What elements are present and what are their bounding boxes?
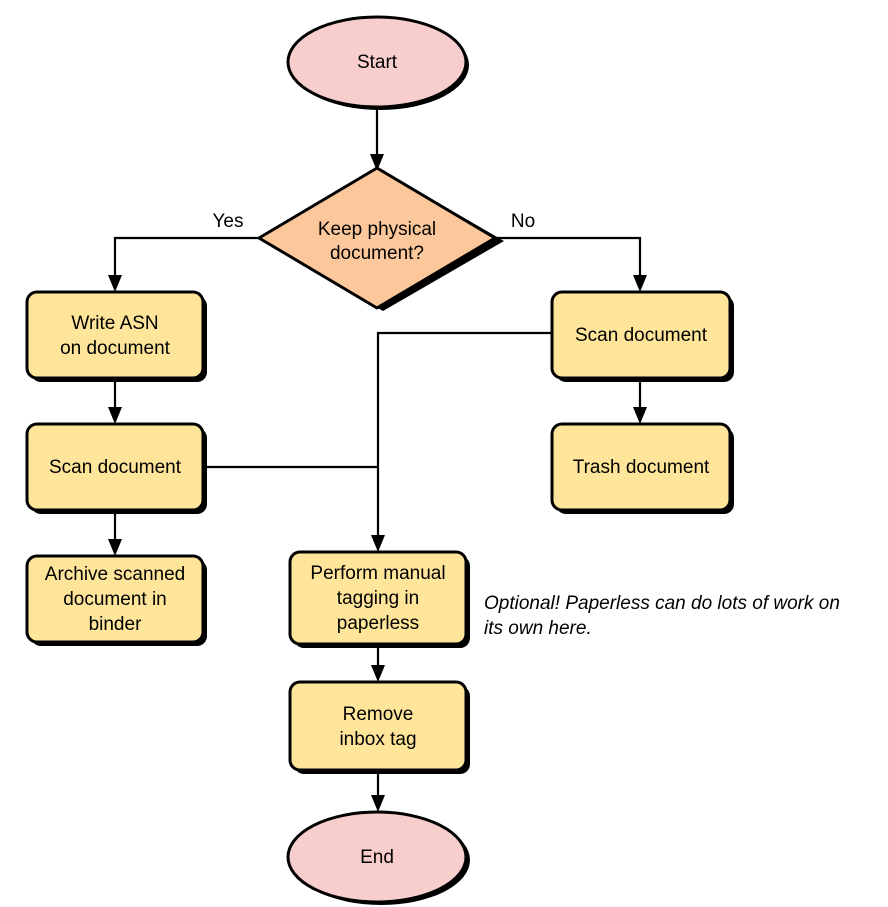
annotation-line2: its own here. [484,618,592,639]
decision-label-line2: document? [330,243,424,264]
node-write-asn[interactable]: Write ASN on document [25,290,207,382]
node-scan-document-left[interactable]: Scan document [25,422,207,514]
archive-label-line2: document in [63,589,167,610]
manual-tagging-label-line2: tagging in [337,588,419,609]
edge-remove-inbox-to-end [371,770,385,812]
node-keep-physical-document[interactable]: Keep physical document? [257,166,504,311]
decision-diamond [257,166,497,310]
edge-start-to-decision [370,107,384,171]
scan-left-box [25,422,205,512]
node-scan-document-right[interactable]: Scan document [550,290,734,382]
annotation-optional-note: Optional! Paperless can do lots of work … [484,593,840,639]
edge-manual-tagging-to-remove-inbox [371,644,385,682]
archive-box [25,554,205,644]
end-ellipse [286,810,468,904]
remove-inbox-label-line1: Remove [343,704,414,725]
node-manual-tagging[interactable]: Perform manual tagging in paperless [288,550,470,648]
node-remove-inbox-tag[interactable]: Remove inbox tag [288,680,470,774]
manual-tagging-box [288,550,468,646]
remove-inbox-box [288,680,468,772]
edge-decision-yes-to-write-asn: Yes [108,211,259,292]
manual-tagging-label-line3: paperless [337,613,419,634]
edge-label-yes: Yes [213,211,244,232]
edge-decision-no-to-scan-right: No [495,211,647,292]
scan-left-label: Scan document [49,457,182,478]
archive-label-line3: binder [89,614,142,635]
edge-write-asn-to-scan-left [108,378,122,424]
write-asn-box [25,290,205,380]
remove-inbox-label-line2: inbox tag [339,729,416,750]
scan-right-box [550,290,732,380]
node-start[interactable]: Start [286,15,469,110]
node-archive-binder[interactable]: Archive scanned document in binder [25,554,207,646]
write-asn-label-line1: Write ASN [71,313,158,334]
edge-label-no: No [511,211,535,232]
edge-scan-right-to-manual-tagging [371,331,552,552]
write-asn-label-line2: on document [60,338,171,359]
end-label: End [360,847,394,868]
edge-scan-right-to-trash [633,378,647,424]
decision-label-line1: Keep physical [318,219,436,240]
manual-tagging-label-line1: Perform manual [310,563,445,584]
node-end[interactable]: End [286,810,470,905]
annotation-line1: Optional! Paperless can do lots of work … [484,593,840,614]
scan-right-label: Scan document [575,325,708,346]
start-ellipse [286,15,468,109]
trash-box [550,422,732,512]
trash-label: Trash document [573,457,710,478]
archive-label-line1: Archive scanned [45,564,185,585]
node-trash-document[interactable]: Trash document [550,422,734,514]
start-label: Start [357,52,398,73]
edge-scan-left-to-archive [108,510,122,556]
